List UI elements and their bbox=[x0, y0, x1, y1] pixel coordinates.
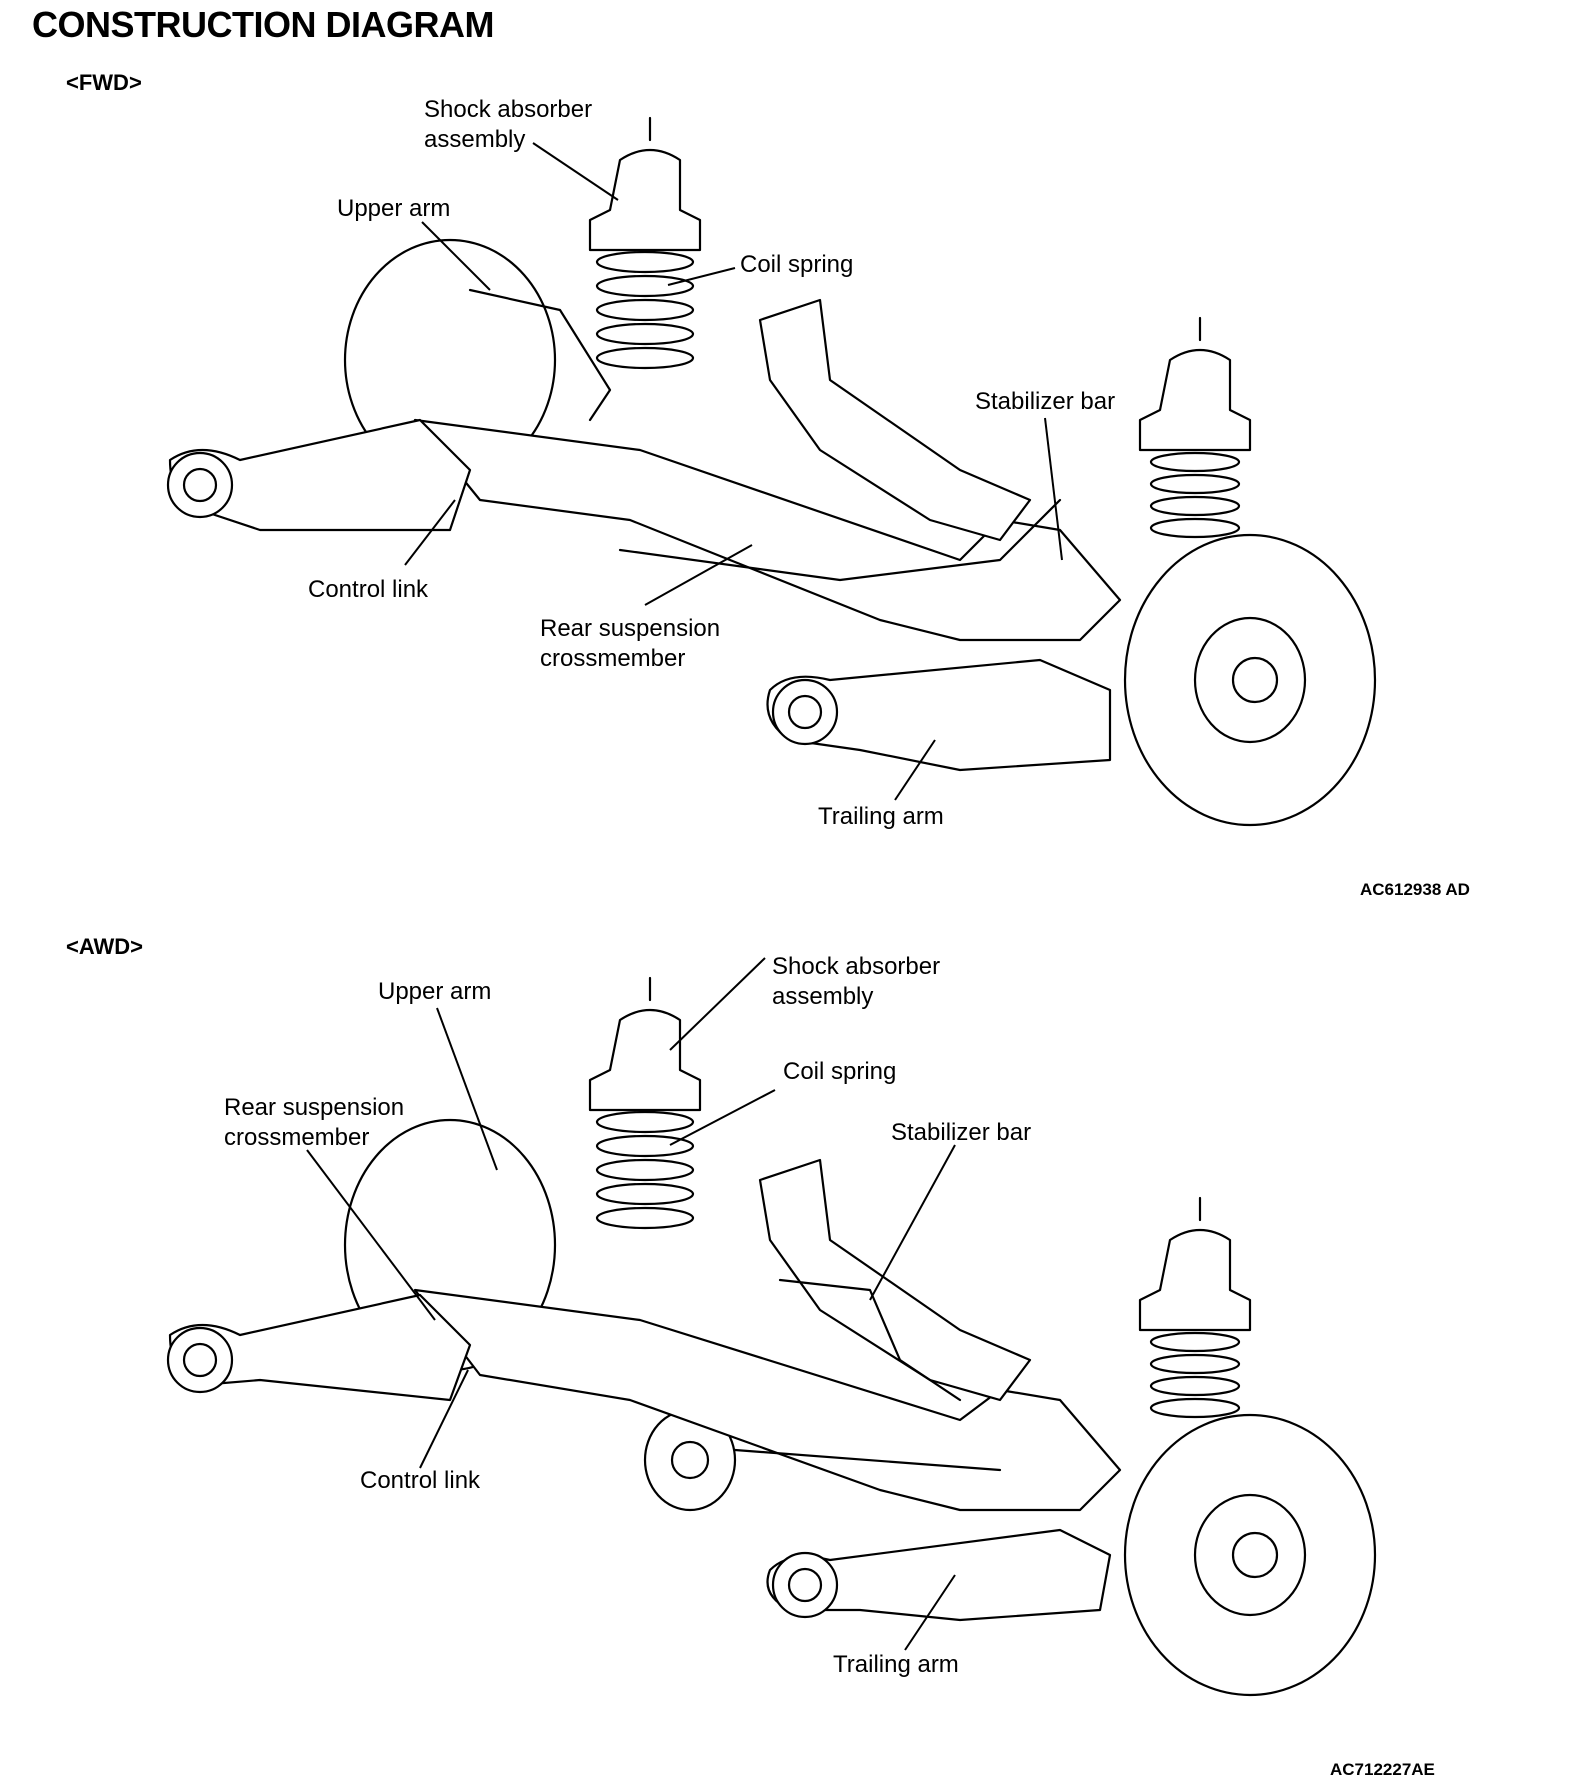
awd-label-crossmember: Rear suspension crossmember bbox=[224, 1094, 405, 1151]
awd-label-trailing-arm: Trailing arm bbox=[833, 1651, 959, 1678]
fwd-label-trailing-arm: Trailing arm bbox=[818, 803, 944, 830]
awd-left-trailing-arm bbox=[168, 1293, 472, 1402]
awd-figure-code: AC712227AE bbox=[1330, 1760, 1435, 1779]
fwd-label-upper-arm: Upper arm bbox=[337, 195, 451, 222]
fwd-left-shock bbox=[588, 149, 702, 252]
awd-left-brake-disc bbox=[343, 1118, 557, 1372]
awd-label-coil-spring: Coil spring bbox=[783, 1058, 897, 1085]
awd-differential bbox=[643, 1408, 737, 1512]
awd-left-coil-spring bbox=[595, 1110, 695, 1230]
page-title: CONSTRUCTION DIAGRAM bbox=[32, 4, 494, 45]
fwd-label-shock-absorber: Shock absorber assembly bbox=[424, 96, 593, 153]
fwd-label-control-link: Control link bbox=[308, 576, 429, 603]
awd-label-control-link: Control link bbox=[360, 1467, 481, 1494]
fwd-right-shock bbox=[1138, 349, 1252, 452]
fwd-right-trailing-arm bbox=[766, 658, 1112, 772]
awd-label-upper-arm: Upper arm bbox=[378, 978, 492, 1005]
awd-right-brake-disc bbox=[1123, 1413, 1377, 1697]
fwd-figure-code: AC612938 AD bbox=[1360, 880, 1470, 899]
fwd-suspension-illustration bbox=[166, 116, 1377, 827]
fwd-label-stabilizer-bar: Stabilizer bar bbox=[975, 388, 1116, 415]
awd-right-trailing-arm bbox=[766, 1528, 1112, 1622]
awd-heading: <AWD> bbox=[66, 934, 144, 959]
fwd-right-coil-spring bbox=[1149, 451, 1241, 539]
awd-right-shock bbox=[1138, 1229, 1252, 1332]
awd-label-stabilizer-bar: Stabilizer bar bbox=[891, 1119, 1032, 1146]
fwd-right-brake-disc bbox=[1123, 533, 1377, 827]
awd-crossmember-shape bbox=[413, 1288, 1122, 1512]
fwd-label-crossmember: Rear suspension crossmember bbox=[540, 615, 721, 672]
awd-left-shock bbox=[588, 1009, 702, 1112]
awd-right-coil-spring bbox=[1149, 1331, 1241, 1419]
fwd-crossmember-shape bbox=[413, 418, 1122, 642]
awd-label-shock-absorber: Shock absorber assembly bbox=[772, 953, 941, 1010]
fwd-left-coil-spring bbox=[595, 250, 695, 370]
fwd-label-coil-spring: Coil spring bbox=[740, 251, 854, 278]
fwd-heading: <FWD> bbox=[66, 70, 142, 95]
